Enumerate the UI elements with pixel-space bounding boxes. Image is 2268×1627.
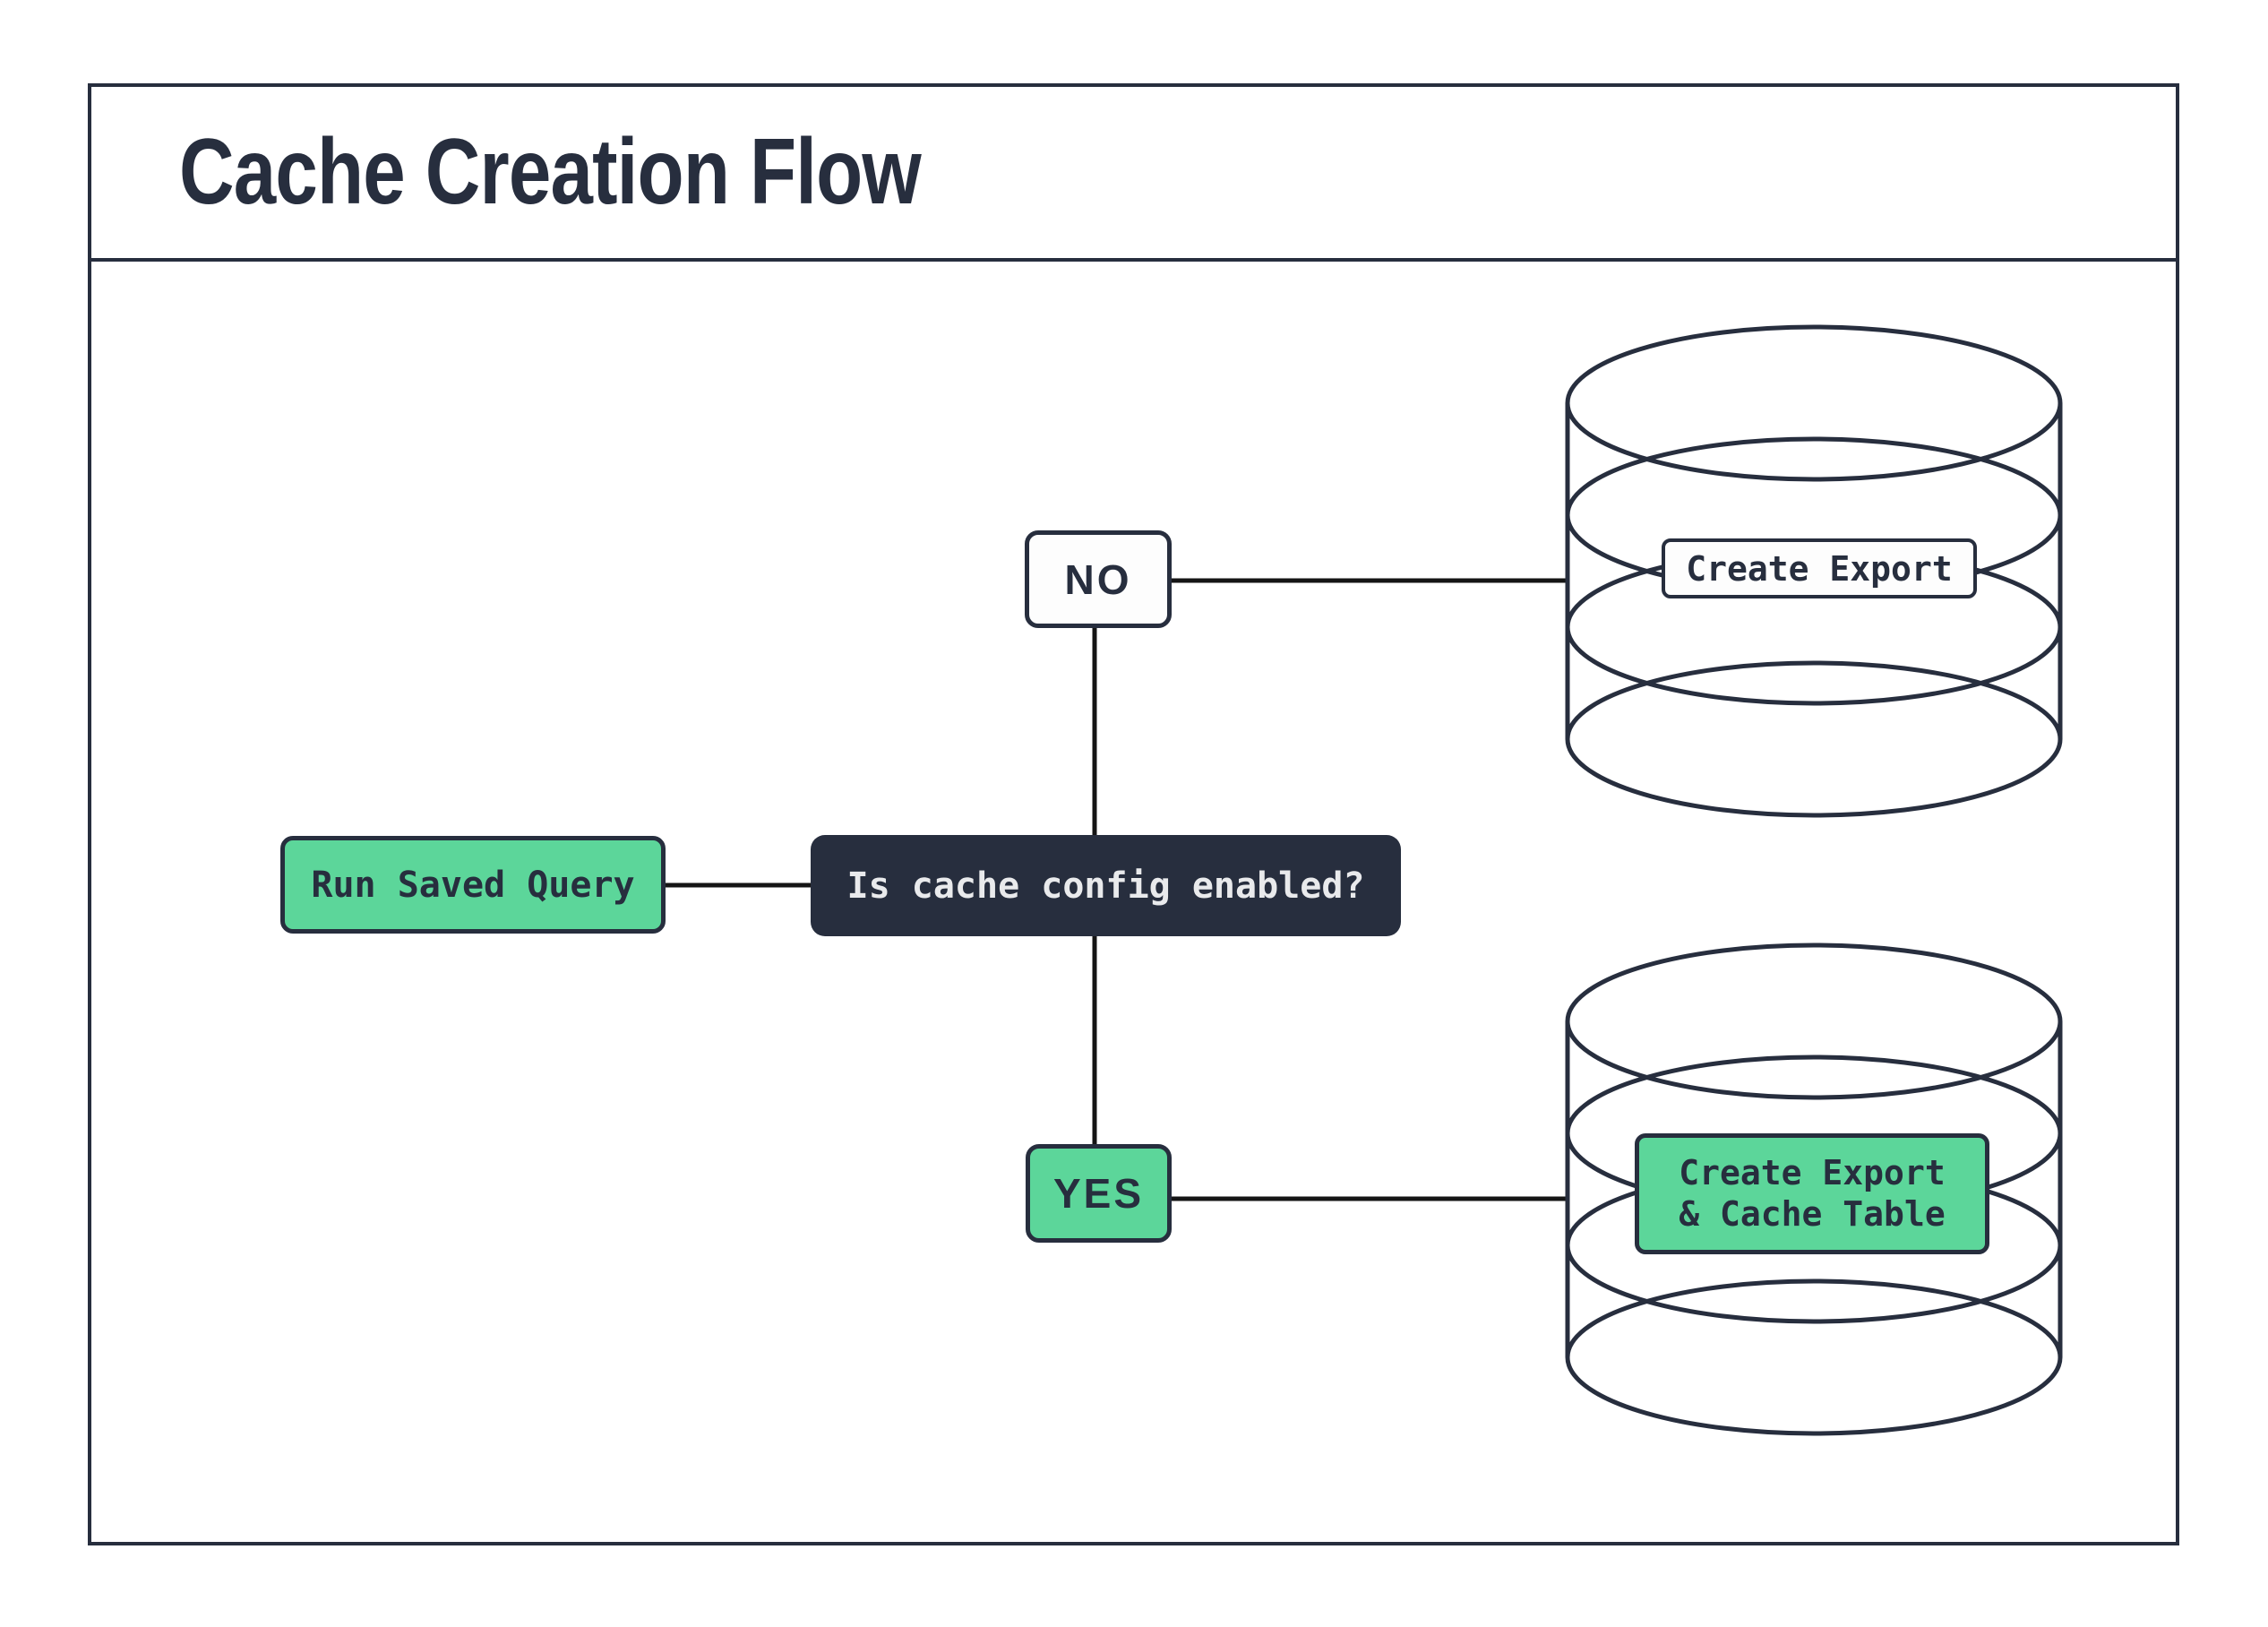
node-yes-branch: YES: [1026, 1144, 1172, 1243]
node-no-branch: NO: [1025, 530, 1172, 628]
node-yes-branch-label: YES: [1052, 1170, 1145, 1217]
node-create-export-label: Create Export: [1686, 548, 1953, 589]
node-create-export-cache-table-label-line1: Create Export: [1679, 1152, 1946, 1192]
node-create-export-cache-table: Create Export & Cache Table: [1635, 1133, 1989, 1254]
node-create-export-cache-table-label-line2: & Cache Table: [1679, 1193, 1946, 1234]
export-database-icon: [1565, 324, 2063, 818]
node-cache-config-decision: Is cache config enabled?: [811, 835, 1401, 936]
node-create-export: Create Export: [1662, 538, 1977, 598]
node-cache-config-decision-label: Is cache config enabled?: [846, 865, 1365, 907]
cache-database-icon: [1565, 943, 2063, 1436]
page-title: Cache Creation Flow: [179, 120, 922, 224]
node-run-saved-query-label: Run Saved Query: [311, 864, 635, 906]
node-run-saved-query: Run Saved Query: [280, 836, 666, 934]
diagram-header: Cache Creation Flow: [91, 87, 2176, 262]
node-no-branch-label: NO: [1064, 555, 1132, 603]
